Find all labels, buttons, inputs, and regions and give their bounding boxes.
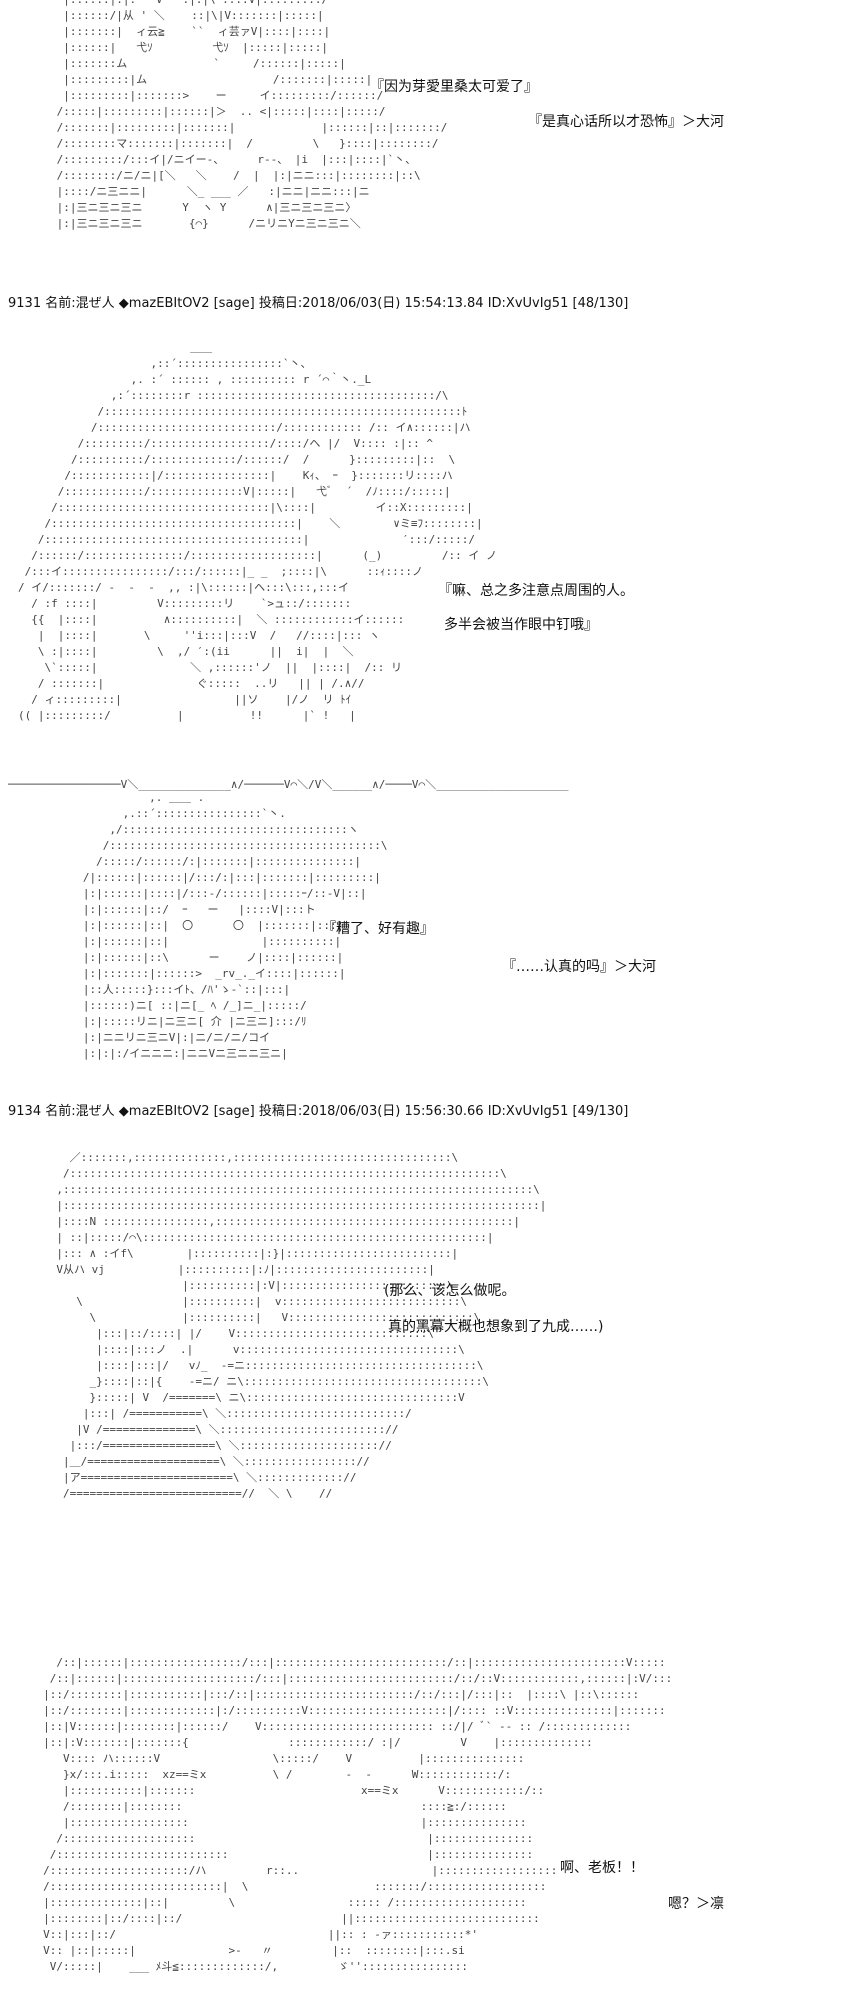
scene-3: ,. ＿＿ . ,.::´::::::::::::::::`丶. ,/:::::… (0, 790, 867, 1070)
scene-1: |::::::|:|. V :|:|\ ::::V|:::::::::/ |::… (0, 0, 867, 290)
post-author-name: 混ぜ人 (75, 296, 115, 311)
post-count: [49/130] (572, 1104, 629, 1119)
post-date: 2018/06/03(日) 15:56:30.66 (302, 1104, 484, 1119)
scene-4: ／:::::::,::::::::::::::,::::::::::::::::… (0, 1150, 867, 1570)
post-header-9131: 9131 名前:混ぜ人 ◆mazEBItOV2 [sage] 投稿日:2018/… (8, 292, 628, 311)
post-id[interactable]: ID:XvUvIg51 (487, 296, 569, 311)
post-number[interactable]: 9131 (8, 296, 42, 311)
post-date-label: 投稿日: (258, 1104, 303, 1119)
scene-5: /::|::::::|:::::::::::::::::/:::|:::::::… (0, 1655, 867, 2000)
scene-2: ＿＿ ,::´::::::::::::::::`丶、 ,. :´ :::::: … (0, 340, 867, 770)
post-trip: ◆mazEBItOV2 (118, 296, 210, 311)
ascii-art-scene-4: ／:::::::,::::::::::::::,::::::::::::::::… (56, 1151, 547, 1500)
post-id[interactable]: ID:XvUvIg51 (487, 1104, 569, 1119)
ascii-art-scene-3: ,. ＿＿ . ,.::´::::::::::::::::`丶. ,/:::::… (82, 791, 388, 1060)
post-mail: [sage] (213, 296, 255, 311)
post-mail: [sage] (213, 1104, 255, 1119)
ascii-art-scene-1: |::::::|:|. V :|:|\ ::::V|:::::::::/ |::… (56, 0, 448, 230)
dialog-scene5-line1: 啊、老板！！ (560, 1860, 644, 1876)
ascii-art-scene-2: ＿＿ ,::´::::::::::::::::`丶、 ,. :´ :::::: … (18, 341, 497, 722)
post-count: [48/130] (572, 296, 629, 311)
ascii-art-scene-5: /::|::::::|:::::::::::::::::/:::|:::::::… (43, 1656, 673, 1973)
post-name-label: 名前: (45, 296, 76, 311)
dialog-scene5-line2: 嗯？＞凛 (668, 1896, 724, 1912)
dialog-scene3-line1: 『糟了、好有趣』 (322, 921, 434, 937)
post-name-label: 名前: (45, 1104, 76, 1119)
post-trip: ◆mazEBItOV2 (118, 1104, 210, 1119)
post-date-label: 投稿日: (258, 296, 303, 311)
scene-divider: ─────────────────V＼______________∧/─────… (8, 778, 569, 791)
dialog-scene4-line2: 真的黑幕大概也想象到了九成……) (388, 1319, 604, 1335)
post-author-name: 混ぜ人 (75, 1104, 115, 1119)
post-header-9134: 9134 名前:混ぜ人 ◆mazEBItOV2 [sage] 投稿日:2018/… (8, 1100, 628, 1119)
dialog-scene4-line1: (那么、该怎么做呢。 (384, 1283, 516, 1299)
dialog-scene2-line2: 多半会被当作眼中钉哦』 (444, 617, 598, 633)
post-date: 2018/06/03(日) 15:54:13.84 (302, 296, 484, 311)
dialog-scene1-line2: 『是真心话所以才恐怖』＞大河 (528, 114, 724, 130)
dialog-scene3-line2: 『……认真的吗』＞大河 (502, 959, 656, 975)
post-number[interactable]: 9134 (8, 1104, 42, 1119)
dialog-scene2-line1: 『嘛、总之多注意点周围的人。 (438, 583, 634, 599)
dialog-scene1-line1: 『因为芽愛里桑太可爱了』 (370, 79, 538, 95)
